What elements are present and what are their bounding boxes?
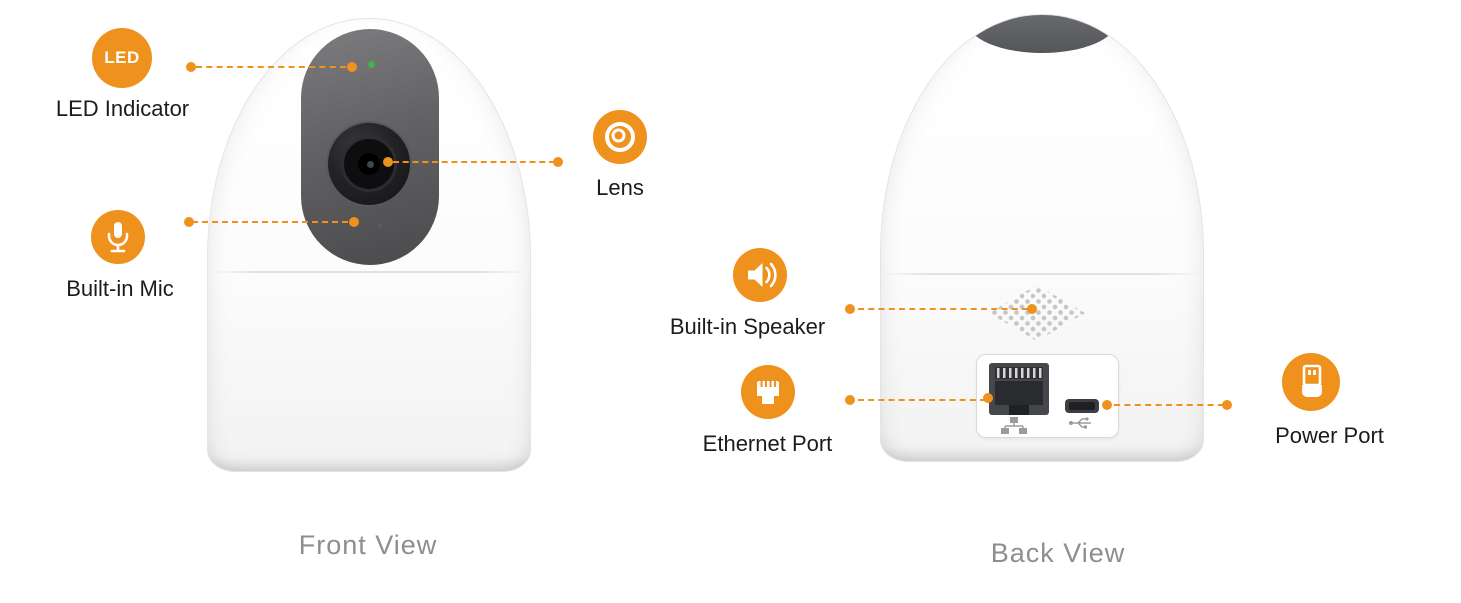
- lens-core: [358, 153, 380, 175]
- ethernet-connector-line: [858, 399, 986, 401]
- camera-lens: [326, 121, 412, 207]
- microphone-glyph: [107, 222, 129, 253]
- ethernet-line-end-dot: [983, 393, 993, 403]
- speaker-glyph: [748, 262, 777, 288]
- lens-line-start-dot: [383, 157, 393, 167]
- led-indicator-label: LED Indicator: [55, 96, 190, 121]
- lens-icon: [593, 110, 647, 164]
- front-face-panel: [301, 29, 439, 265]
- back-base-shade: [881, 447, 1203, 461]
- ethernet-connector-icon: [741, 365, 795, 419]
- mic-line-end-dot: [349, 217, 359, 227]
- speaker-grille: [989, 285, 1085, 341]
- front-base-shade: [208, 457, 530, 471]
- mic-hole: [377, 223, 383, 229]
- lens-line-end-dot: [553, 157, 563, 167]
- back-camera-illustration: [880, 14, 1204, 462]
- ethernet-port-label: Ethernet Port: [702, 431, 833, 456]
- front-body-seam: [208, 271, 530, 273]
- speaker-connector-line: [858, 308, 1028, 310]
- usb-plug-icon: [1282, 353, 1340, 411]
- speaker-icon: [733, 248, 787, 302]
- led-line-end-dot: [347, 62, 357, 72]
- lens-glint: [367, 161, 374, 168]
- power-port-label: Power Port: [1275, 423, 1384, 448]
- lens-glyph: [605, 122, 635, 152]
- microphone-icon: [91, 210, 145, 264]
- ethernet-line-start-dot: [845, 395, 855, 405]
- built-in-mic-label: Built-in Mic: [66, 276, 174, 301]
- back-body-seam: [881, 273, 1203, 275]
- power-line-start-dot: [1102, 400, 1112, 410]
- network-icon: [1001, 417, 1027, 434]
- port-panel: [976, 354, 1119, 438]
- front-view-caption: Front View: [298, 530, 438, 560]
- led-connector-line: [196, 66, 346, 68]
- back-view-caption: Back View: [990, 538, 1126, 568]
- led-line-start-dot: [186, 62, 196, 72]
- lens-connector-line: [393, 161, 555, 163]
- usb-plug-glyph: [1302, 364, 1322, 397]
- led-indicator-light: [368, 61, 375, 68]
- power-line-end-dot: [1222, 400, 1232, 410]
- power-connector-line: [1114, 404, 1224, 406]
- ethernet-port: [989, 363, 1049, 415]
- led-badge-text: LED: [104, 48, 140, 67]
- speaker-line-end-dot: [1027, 304, 1037, 314]
- led-badge: LED: [92, 28, 152, 88]
- usb-power-port: [1065, 399, 1099, 413]
- front-camera-illustration: [207, 18, 531, 472]
- back-top-cap: [967, 15, 1117, 53]
- ethernet-glyph: [757, 381, 779, 404]
- speaker-line-start-dot: [845, 304, 855, 314]
- usb-icon: [1069, 417, 1091, 429]
- mic-connector-line: [192, 221, 348, 223]
- port-panel-detail: [989, 363, 1099, 434]
- mic-line-start-dot: [184, 217, 194, 227]
- built-in-speaker-label: Built-in Speaker: [669, 314, 826, 339]
- lens-label: Lens: [596, 175, 644, 200]
